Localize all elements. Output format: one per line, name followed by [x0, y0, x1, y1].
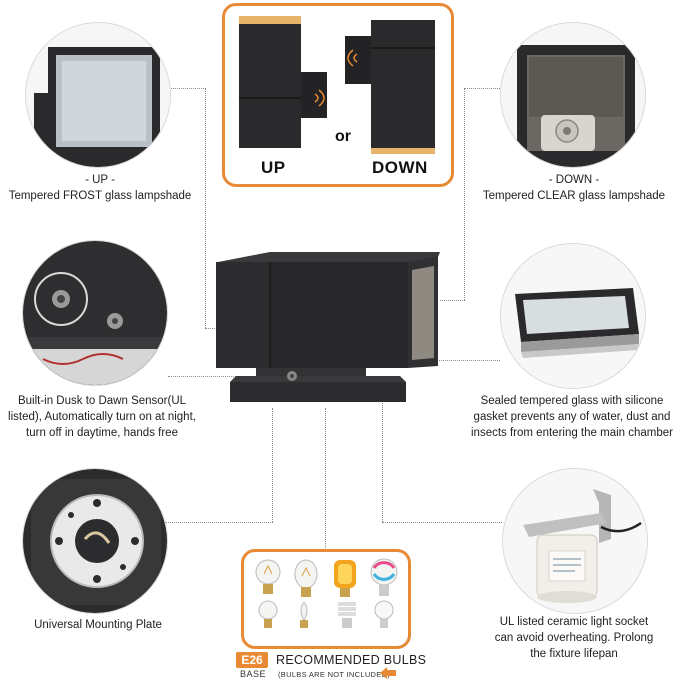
- connector-clear-v: [464, 88, 465, 300]
- bulbs-row2-icon: [258, 600, 394, 628]
- e26-badge: E26: [236, 652, 268, 668]
- clear-caption: - DOWN - Tempered CLEAR glass lampshade: [472, 172, 676, 204]
- main-fixture-image: [216, 252, 440, 402]
- clear-glass-detail-image: [500, 22, 646, 168]
- up-label: UP: [261, 158, 286, 177]
- connector-clear-h: [464, 88, 520, 89]
- gasket-detail-image: [500, 243, 646, 389]
- sensor-caption-line2: listed), Automatically turn on at night,: [8, 411, 196, 423]
- mounting-plate-detail-image: [22, 468, 168, 614]
- connector-gasket-h: [400, 360, 500, 361]
- connector-socket-v: [382, 376, 383, 522]
- sensor-caption-line3: turn off in daytime, hands free: [26, 427, 178, 439]
- socket-caption-line3: the fixture lifepan: [530, 648, 618, 660]
- clear-caption-line1: - DOWN -: [548, 174, 600, 186]
- sensor-caption: Built-in Dusk to Dawn Sensor(UL listed),…: [2, 393, 202, 441]
- gasket-caption-line1: Sealed tempered glass with silicone: [480, 395, 664, 407]
- socket-caption: UL listed ceramic light socket can avoid…: [474, 614, 674, 662]
- up-fixture-icon: [239, 16, 327, 148]
- down-fixture-icon: [345, 20, 435, 154]
- recommended-bulbs-title: RECOMMENDED BULBS: [276, 653, 427, 667]
- bulbs-row1-icon: [255, 558, 398, 597]
- connector-frost-h: [140, 88, 206, 89]
- gasket-caption-line3: insects from entering the main chamber: [471, 427, 673, 439]
- frost-caption-line2: Tempered FROST glass lampshade: [8, 190, 192, 202]
- frost-caption-line1: - UP -: [85, 174, 115, 186]
- recommended-bulbs-box: [241, 549, 411, 649]
- sensor-detail-image: [22, 240, 168, 386]
- light-socket-icon: [503, 469, 647, 613]
- up-down-options-box: UP or DOWN: [222, 3, 454, 187]
- socket-caption-line1: UL listed ceramic light socket: [499, 616, 649, 628]
- connector-clear-h2: [440, 300, 465, 301]
- mounting-plate-icon: [23, 469, 167, 613]
- sensor-icon: [23, 241, 167, 385]
- connector-sensor-h: [168, 376, 284, 377]
- connector-frost-h2: [205, 328, 219, 329]
- or-label: or: [335, 128, 351, 145]
- socket-caption-line2: can avoid overheating. Prolong: [494, 632, 654, 644]
- base-label: BASE: [240, 669, 267, 679]
- clear-glass-icon: [501, 23, 645, 167]
- clear-caption-line2: Tempered CLEAR glass lampshade: [482, 190, 666, 202]
- sensor-caption-line1: Built-in Dusk to Dawn Sensor(UL: [17, 395, 187, 407]
- gasket-caption: Sealed tempered glass with silicone gask…: [466, 393, 678, 441]
- connector-socket-h: [382, 522, 502, 523]
- bulbs-not-included-note: (BULBS ARE NOT INCLUDED): [278, 670, 391, 679]
- connector-frost-v: [205, 88, 206, 328]
- frost-caption: - UP - Tempered FROST glass lampshade: [0, 172, 200, 204]
- connector-plate-h: [165, 522, 273, 523]
- plate-caption-line1: Universal Mounting Plate: [34, 619, 162, 631]
- plate-caption: Universal Mounting Plate: [0, 617, 196, 633]
- connector-bulbs-v: [325, 408, 326, 548]
- arrow-left-icon: [380, 667, 396, 679]
- connector-plate-v: [272, 408, 273, 522]
- gasket-caption-line2: gasket prevents any of water, dust and: [473, 411, 671, 423]
- light-socket-detail-image: [502, 468, 648, 614]
- frost-glass-icon: [26, 23, 170, 167]
- frost-glass-detail-image: [25, 22, 171, 168]
- gasket-icon: [501, 244, 645, 388]
- down-label: DOWN: [372, 158, 428, 177]
